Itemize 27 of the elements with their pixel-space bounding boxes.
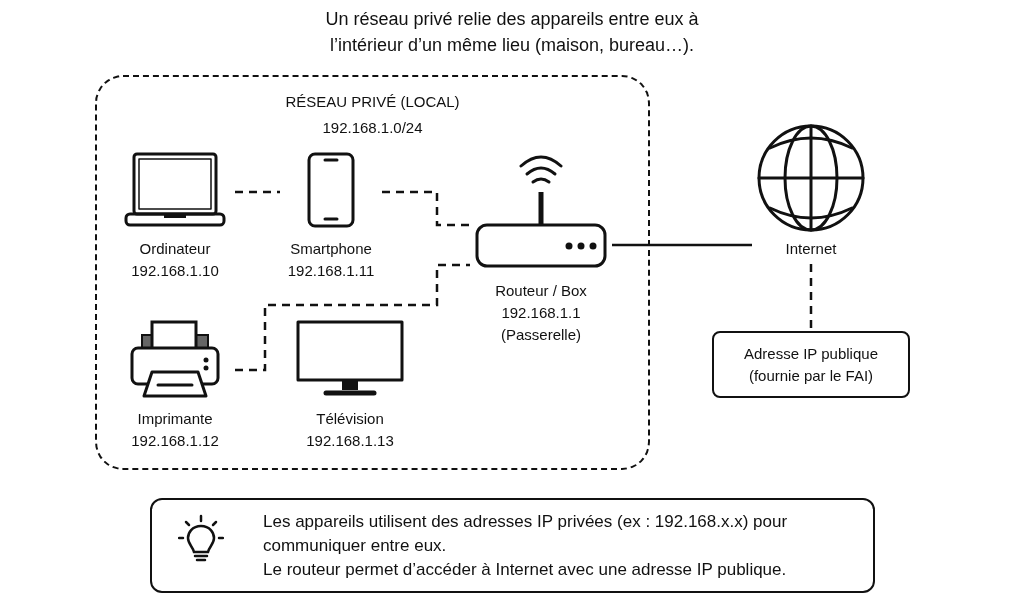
device-caption: (Passerelle) — [501, 325, 581, 345]
group-title: RÉSEAU PRIVÉ (LOCAL) — [285, 92, 460, 112]
diagram-title: Un réseau privé relie des appareils entre eux à l’intérieur d’un même lieu (maison, bureau…). — [324, 8, 700, 57]
device-label: Routeur / Box — [495, 281, 587, 301]
device-label: Ordinateur — [139, 239, 211, 259]
note-box — [150, 498, 875, 593]
note-text: Le routeur permet d’accéder à Internet avec une adresse IP publique. — [263, 559, 788, 581]
subnet-address: 192.168.1.0/24 — [322, 118, 423, 138]
device-label: Internet — [785, 239, 837, 259]
note-text: Les appareils utilisent des adresses IP privées (ex : 192.168.x.x) pour communiquer entre eux. — [263, 511, 789, 557]
connection-line — [382, 190, 470, 227]
device-label: Smartphone — [290, 239, 372, 259]
device-caption: 192.168.1.13 — [306, 431, 394, 451]
info-box — [712, 331, 910, 398]
connection-line — [235, 263, 470, 372]
network-boundary — [95, 75, 650, 470]
info-text: Adresse IP publique — [744, 343, 878, 364]
device-caption: 192.168.1.11 — [287, 261, 375, 281]
device-caption: 192.168.1.10 — [131, 261, 219, 281]
info-text: (fournie par le FAI) — [748, 365, 874, 386]
device-caption: 192.168.1.1 — [501, 303, 581, 323]
connection-line — [235, 190, 280, 194]
connection-line — [809, 264, 813, 331]
connection-line — [612, 243, 752, 247]
device-label: Imprimante — [137, 409, 213, 429]
device-label: Télévision — [316, 409, 384, 429]
device-caption: 192.168.1.12 — [131, 431, 219, 451]
